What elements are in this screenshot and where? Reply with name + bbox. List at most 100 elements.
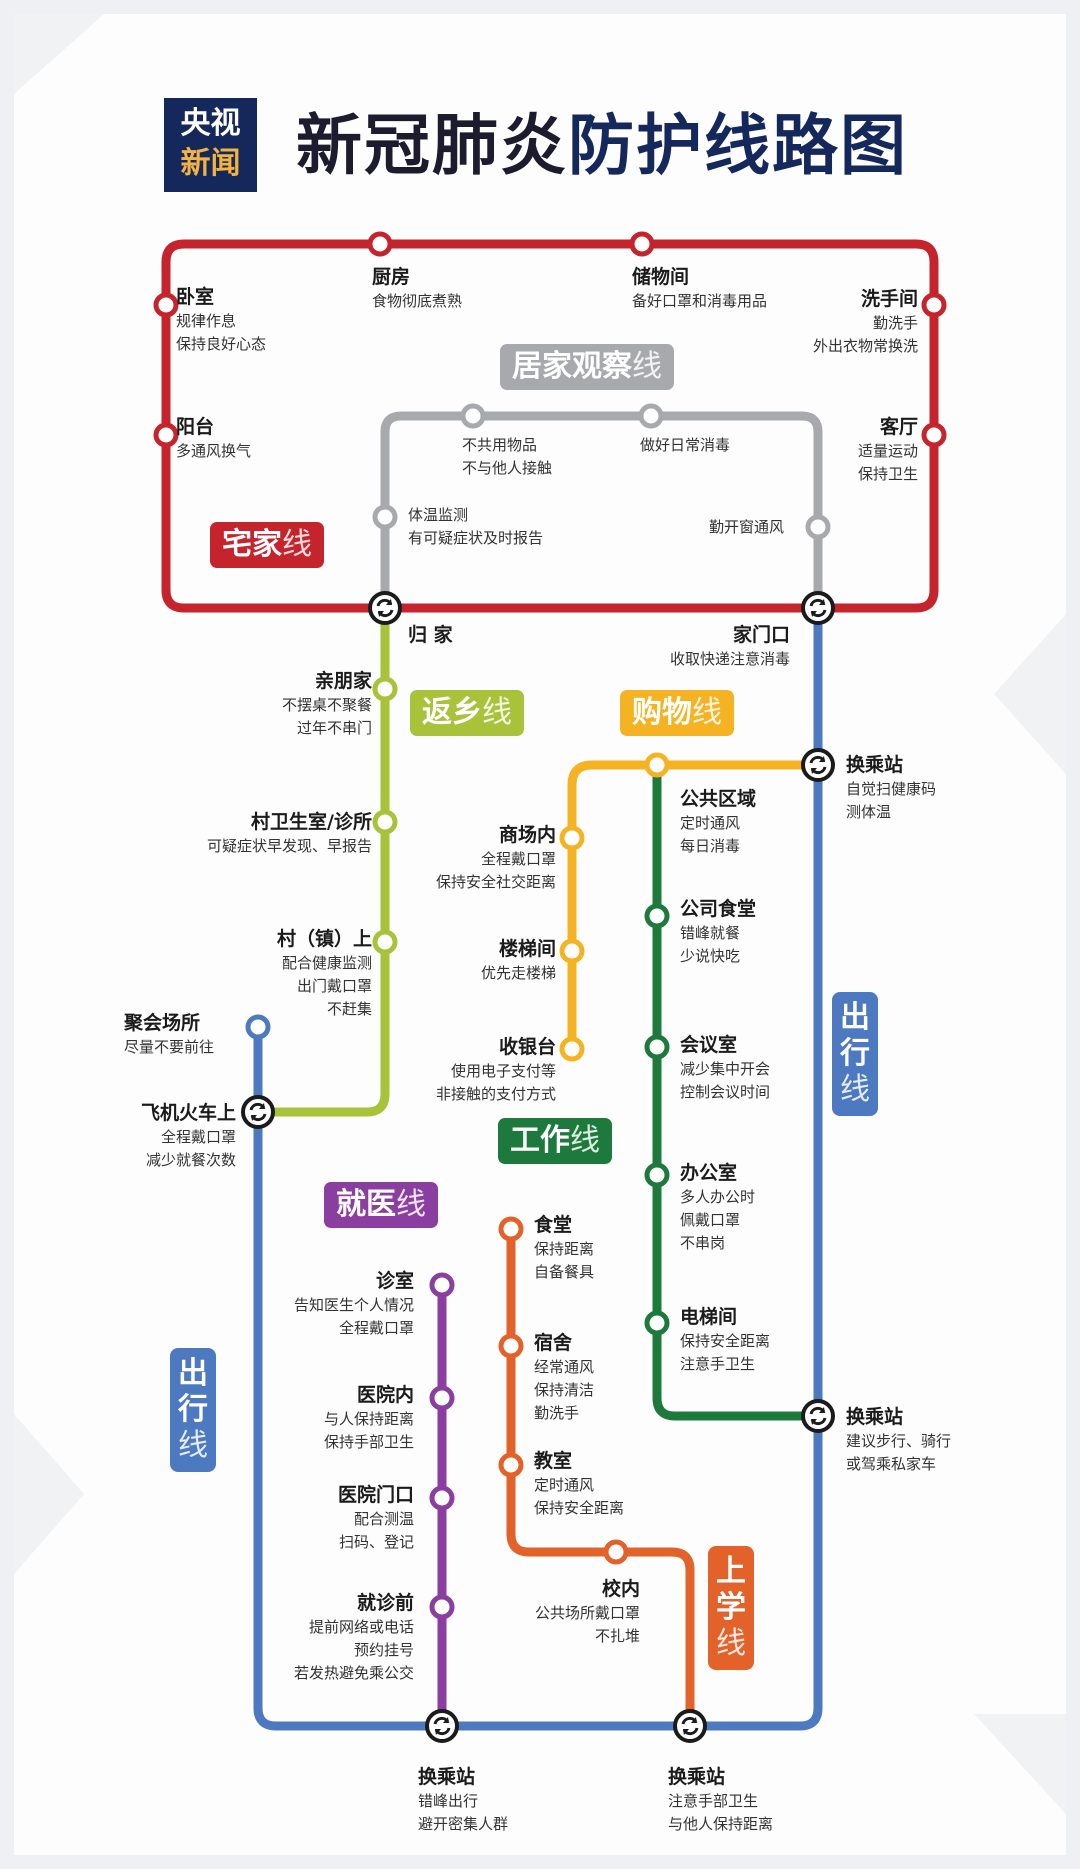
transfer-icon: [801, 748, 835, 782]
title-bold: 防护线路图: [568, 107, 908, 184]
dot-consult: [429, 1272, 455, 1298]
title-light: 新冠肺炎: [296, 107, 568, 184]
tag-travel-line-right: 出行线: [832, 992, 878, 1116]
tag-work-line: 工作线: [498, 1118, 612, 1164]
station-canteen: 公司食堂错峰就餐少说快吃: [680, 898, 757, 965]
background-pattern: [14, 14, 1066, 1814]
travel-line: [253, 608, 823, 1731]
dot-shop-junction: [644, 752, 670, 778]
station-campus: 校内公共场所戴口罩不扎堆: [534, 1578, 640, 1645]
station-bedroom: 卧室规律作息保持良好心态: [176, 286, 267, 353]
station-meeting: 会议室减少集中开会控制会议时间: [680, 1034, 771, 1101]
dot-cashier: [559, 1036, 585, 1062]
dot-disinfect: [638, 403, 664, 429]
transfer-icon: [368, 591, 402, 625]
station-balcony: 阳台多通风换气: [176, 416, 252, 460]
dot-before-visit: [429, 1594, 455, 1620]
station-classroom: 教室定时通风保持安全距离: [534, 1450, 625, 1517]
logo-top: 央视: [180, 106, 241, 141]
station-gathering: 聚会场所尽量不要前往: [124, 1012, 215, 1056]
station-consult: 诊室告知医生个人情况全程戴口罩: [293, 1270, 414, 1337]
cctv-news-logo: 央视 新闻: [164, 98, 257, 192]
station-office: 办公室多人办公时佩戴口罩不串岗: [680, 1162, 756, 1252]
dot-balcony: [153, 422, 179, 448]
dot-elevator: [644, 1310, 670, 1336]
transfer-icon: [801, 1399, 835, 1433]
dot-stairs: [559, 938, 585, 964]
dot-classroom: [498, 1452, 524, 1478]
tag-observe-line: 居家观察线: [500, 344, 674, 390]
station-village: 村（镇）上配合健康监测出门戴口罩不赶集: [276, 928, 372, 1018]
dot-storage: [629, 231, 655, 257]
tag-travel-line-left: 出行线: [170, 1348, 216, 1472]
dot-office: [644, 1162, 670, 1188]
station-disinfect: 做好日常消毒: [640, 436, 731, 454]
station-no-share: 不共用物品不与他人接触: [462, 436, 553, 477]
station-transfer-mid: 换乘站建议步行、骑行或驾乘私家车: [846, 1406, 952, 1473]
station-washroom: 洗手间勤洗手外出衣物常换洗: [812, 288, 918, 355]
station-living: 客厅适量运动保持卫生: [857, 416, 918, 483]
tag-school-line: 上学线: [708, 1546, 754, 1670]
tag-medical-line: 就医线: [324, 1182, 438, 1228]
station-public: 公共区域定时通风每日消毒: [680, 788, 757, 855]
dot-relatives: [372, 676, 398, 702]
dot-washroom: [921, 292, 947, 318]
station-hospital-in: 医院内与人保持距离保持手部卫生: [323, 1384, 414, 1451]
station-transfer-bl: 换乘站错峰出行避开密集人群: [418, 1766, 509, 1833]
dot-mall: [559, 825, 585, 851]
transfer-icon: [425, 1709, 459, 1743]
dot-village: [372, 929, 398, 955]
work-line: [652, 765, 818, 1421]
shopping-line: [567, 760, 818, 1049]
station-door: 家门口收取快递注意消毒: [669, 624, 790, 668]
dot-clinic: [372, 809, 398, 835]
dot-dorm: [498, 1333, 524, 1359]
station-cashier: 收银台使用电子支付等非接触的支付方式: [435, 1036, 556, 1103]
transfer-icon: [801, 591, 835, 625]
station-transfer-br: 换乘站注意手部卫生与他人保持距离: [668, 1766, 774, 1833]
station-relatives: 亲朋家不摆桌不聚餐过年不串门: [281, 670, 372, 737]
school-line: [506, 1229, 695, 1726]
transfer-icons: [241, 591, 835, 1743]
dot-meeting: [644, 1034, 670, 1060]
station-hospital-gate: 医院门口配合测温扫码、登记: [337, 1484, 414, 1551]
dot-no-share: [460, 403, 486, 429]
return-line: [258, 608, 390, 1117]
station-mall: 商场内全程戴口罩保持安全社交距离: [435, 824, 556, 891]
station-elevator: 电梯间保持安全距离注意手卫生: [680, 1306, 771, 1373]
station-plane: 飞机火车上全程戴口罩减少就餐次数: [140, 1102, 236, 1169]
station-temp: 体温监测有可疑症状及时报告: [408, 506, 544, 547]
station-home-return: 归 家: [408, 624, 453, 646]
station-kitchen: 厨房食物彻底煮熟: [372, 266, 463, 310]
station-storage: 储物间备好口罩和消毒用品: [632, 266, 768, 310]
dot-temp: [372, 504, 398, 530]
tag-shopping-line: 购物线: [620, 690, 734, 736]
tag-return-line: 返乡线: [410, 690, 524, 736]
dot-campus: [603, 1539, 629, 1565]
station-dining: 食堂保持距离自备餐具: [534, 1214, 595, 1281]
logo-bottom: 新闻: [180, 146, 241, 181]
dot-dining: [498, 1216, 524, 1242]
station-dots: [153, 231, 947, 1620]
page-title: 新冠肺炎防护线路图: [296, 106, 908, 186]
home-line: [161, 239, 939, 613]
station-window: 勤开窗通风: [708, 518, 784, 536]
route-map: [14, 14, 1066, 1814]
dot-living: [921, 422, 947, 448]
tag-home-line: 宅家线: [210, 522, 324, 568]
poster: 央视 新闻 新冠肺炎防护线路图 宅家线 居家观察线 返乡线 购物线 工作线 就医…: [14, 14, 1066, 1855]
dot-gathering: [245, 1014, 271, 1040]
dot-hospital-in: [429, 1385, 455, 1411]
dot-canteen: [644, 903, 670, 929]
station-clinic: 村卫生室/诊所可疑症状早发现、早报告: [206, 811, 372, 855]
dot-window: [805, 514, 831, 540]
transfer-icon: [241, 1095, 275, 1129]
station-stairs: 楼梯间优先走楼梯: [480, 938, 556, 982]
station-before-visit: 就诊前提前网络或电话预约挂号若发热避免乘公交: [293, 1592, 414, 1682]
dot-bedroom: [153, 292, 179, 318]
transfer-icon: [673, 1709, 707, 1743]
station-transfer-top: 换乘站自觉扫健康码测体温: [846, 754, 937, 821]
dot-hospital-gate: [429, 1485, 455, 1511]
dot-kitchen: [367, 231, 393, 257]
observe-line: [380, 411, 823, 608]
